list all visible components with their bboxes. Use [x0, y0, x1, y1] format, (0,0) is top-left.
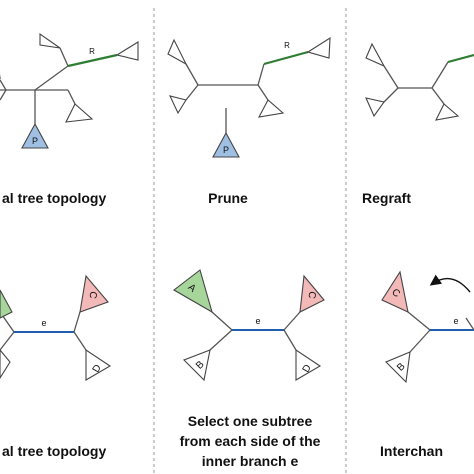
leaf-triangle	[65, 103, 94, 123]
caption-original-tree-bottom: al tree topology	[2, 443, 106, 459]
leaf-triangle	[365, 42, 386, 68]
panel-interchange: C B e Interchan	[380, 270, 474, 459]
leaf-triangle	[257, 99, 285, 118]
subtree-d-triangle	[295, 348, 322, 381]
leaf-triangle	[169, 95, 187, 115]
inner-branch-e-label: e	[255, 316, 260, 326]
subtree-d-triangle	[85, 348, 112, 381]
leaf-triangle	[365, 97, 385, 118]
panel-original-tree-bottom: C D e al tree topology	[0, 274, 112, 459]
subtree-p-triangle	[21, 122, 49, 149]
subtree-p-label: P	[223, 145, 229, 155]
panel-regraft: Regraft	[362, 42, 474, 206]
caption-original-tree-top: al tree topology	[2, 190, 106, 206]
highlighted-branch-r	[67, 53, 118, 68]
caption-select-line-1: Select one subtree	[188, 413, 313, 429]
panel-prune: P R Prune	[167, 36, 331, 206]
subtree-c-triangle	[79, 274, 109, 313]
highlighted-branch-r	[447, 53, 474, 64]
subtree-c-label: C	[305, 290, 317, 299]
subtree-d-label: D	[91, 363, 104, 375]
panel-original-tree-top: P R al tree topology	[0, 32, 139, 206]
highlighted-branch-r	[263, 50, 309, 66]
leaf-triangle	[306, 36, 331, 59]
caption-regraft: Regraft	[362, 190, 411, 206]
caption-select-line-3: inner branch e	[202, 453, 299, 469]
subtree-c-triangle	[381, 270, 409, 313]
caption-prune: Prune	[208, 190, 248, 206]
subtree-d-label: D	[301, 363, 314, 375]
inner-branch-e-label: e	[41, 318, 46, 328]
branch-r-label: R	[284, 41, 290, 50]
subtree-p-label: P	[32, 136, 38, 146]
subtree-a-triangle	[173, 269, 213, 314]
subtree-c-label: C	[86, 290, 98, 299]
subtree-c-triangle	[299, 274, 325, 313]
panel-select-subtrees: A C B D e Select one subtree from each s…	[173, 269, 325, 469]
subtree-a-triangle	[0, 289, 13, 319]
caption-interchange: Interchan	[380, 443, 443, 459]
caption-select-line-2: from each side of the	[180, 433, 321, 449]
leaf-triangle	[0, 349, 11, 380]
subtree-b-triangle	[183, 349, 211, 382]
subtree-p-triangle	[212, 131, 240, 158]
leaf-triangle	[167, 38, 188, 66]
branch-r-label: R	[89, 47, 95, 56]
leaf-triangle	[115, 41, 139, 61]
leaf-triangle	[39, 32, 61, 49]
inner-branch-e-label: e	[453, 316, 458, 326]
subtree-b-triangle	[385, 351, 411, 384]
leaf-triangle	[435, 103, 460, 121]
swap-arrow	[429, 274, 471, 293]
